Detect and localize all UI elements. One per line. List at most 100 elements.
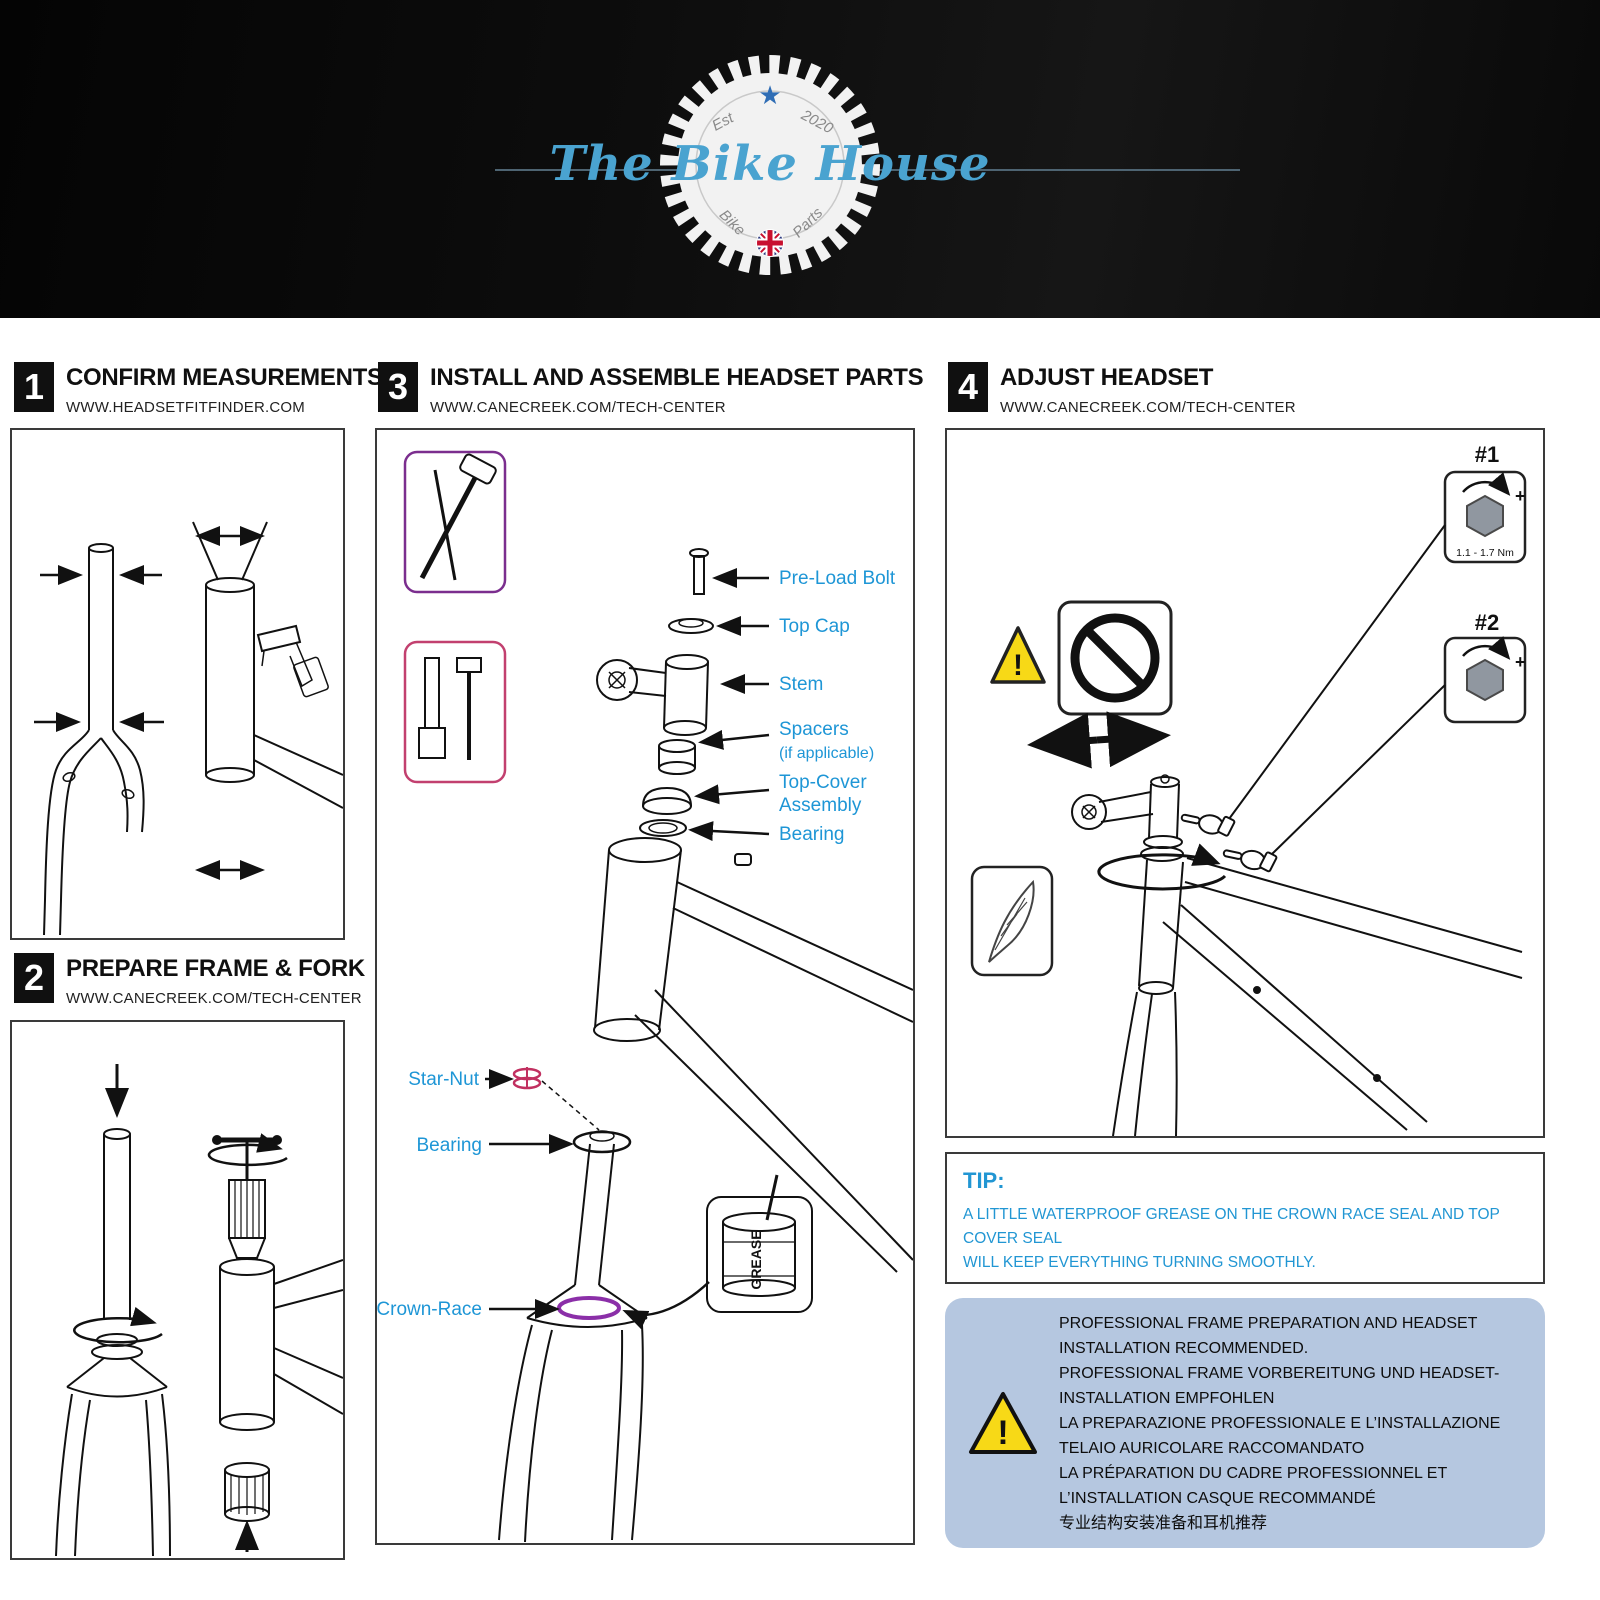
notice-warning-triangle-icon: ! bbox=[969, 1392, 1037, 1454]
tool1-pointer-line bbox=[1228, 524, 1446, 820]
label-star-nut: Star-Nut bbox=[408, 1069, 479, 1090]
step2-header: 2 PREPARE FRAME & FORK WWW.CANECREEK.COM… bbox=[14, 953, 365, 1007]
caliper-icon bbox=[256, 624, 329, 698]
bike-house-logo: ★ Est 2020 Bike Parts bbox=[660, 55, 880, 275]
notice-line: LA PRÉPARATION DU CADRE PROFESSIONNEL ET bbox=[1059, 1464, 1448, 1482]
hex-key-icon bbox=[1466, 494, 1504, 538]
warning-exclamation: ! bbox=[1013, 649, 1023, 682]
fork-steerer-lower-drawing bbox=[498, 1130, 648, 1543]
step1-number: 1 bbox=[14, 362, 54, 412]
label-crown-race: Crown-Race bbox=[377, 1299, 482, 1320]
notice-line: PROFESSIONAL FRAME PREPARATION AND HEADS… bbox=[1059, 1314, 1478, 1332]
grease-can: GREASE bbox=[622, 1174, 813, 1330]
top-cap-drawing bbox=[668, 618, 714, 634]
hex-key-icon bbox=[1466, 658, 1504, 702]
tool2-pointer-line bbox=[1270, 684, 1446, 856]
bearing-upper-drawing bbox=[639, 819, 687, 837]
fork-steerer-drawing bbox=[43, 543, 145, 936]
label-top-cover: Top-Cover bbox=[779, 772, 867, 793]
tip-line-1: A LITTLE WATERPROOF GREASE ON THE CROWN … bbox=[963, 1206, 1500, 1247]
frame-fork-prep-diagram bbox=[55, 1064, 343, 1557]
preload-bolt-drawing bbox=[689, 548, 709, 595]
step1-title: CONFIRM MEASUREMENTS bbox=[66, 364, 383, 391]
notice-exclamation: ! bbox=[997, 1414, 1008, 1452]
step4-title: ADJUST HEADSET bbox=[1000, 364, 1214, 391]
step1-panel bbox=[10, 428, 345, 940]
label-spacers: Spacers bbox=[779, 719, 849, 740]
step2-panel bbox=[10, 1020, 345, 1560]
notice-line: INSTALLATION EMPFOHLEN bbox=[1059, 1389, 1275, 1407]
notice-line: 专业结构安装准备和耳机推荐 bbox=[1059, 1514, 1268, 1532]
tool2-label: #2 bbox=[1475, 610, 1499, 635]
tool1-label: #1 bbox=[1475, 442, 1499, 467]
tip-line-2: WILL KEEP EVERYTHING TURNING SMOOTHLY. bbox=[963, 1254, 1316, 1271]
head-tube-drawing bbox=[192, 521, 343, 809]
allen-tool-1: #1 + 1.1 - 1.7 Nm bbox=[1443, 442, 1527, 564]
setter-tool-box bbox=[403, 640, 507, 784]
pointing-hand-icon-2 bbox=[1222, 849, 1278, 873]
logo-star-icon: ★ bbox=[758, 80, 781, 110]
brand-title: The Bike House bbox=[549, 136, 991, 192]
notice-line: PROFESSIONAL FRAME VORBEREITUNG UND HEAD… bbox=[1059, 1364, 1500, 1382]
measure-arrows-left bbox=[34, 565, 164, 732]
hammer-tool-box bbox=[403, 450, 507, 594]
step2-number: 2 bbox=[14, 953, 54, 1003]
step1-url: WWW.HEADSETFITFINDER.COM bbox=[66, 399, 305, 416]
tool1-plus: + bbox=[1515, 486, 1526, 506]
tip-title: TIP: bbox=[963, 1168, 1005, 1193]
notice-panel: ! PROFESSIONAL FRAME PREPARATION AND HEA… bbox=[945, 1298, 1545, 1548]
step4-header: 4 ADJUST HEADSET WWW.CANECREEK.COM/TECH-… bbox=[948, 362, 1296, 416]
tip-panel: TIP: A LITTLE WATERPROOF GREASE ON THE C… bbox=[945, 1152, 1545, 1284]
notice-line: LA PREPARAZIONE PROFESSIONALE E L’INSTAL… bbox=[1059, 1414, 1501, 1432]
crown-race-setting-drawing bbox=[55, 1064, 171, 1557]
label-preload-bolt: Pre-Load Bolt bbox=[779, 568, 896, 589]
crown-race-drawing bbox=[557, 1296, 621, 1320]
label-stem: Stem bbox=[779, 674, 823, 695]
label-assembly: Assembly bbox=[779, 795, 862, 816]
tool2-plus: + bbox=[1515, 652, 1526, 672]
label-spacers-note: (if applicable) bbox=[779, 745, 874, 762]
stem-assembly-drawing bbox=[1071, 774, 1523, 1136]
gear-teeth bbox=[660, 55, 880, 275]
stem-drawing bbox=[596, 654, 709, 736]
notice-line: L’INSTALLATION CASQUE RECOMMANDÉ bbox=[1059, 1489, 1376, 1507]
step1-header: 1 CONFIRM MEASUREMENTS WWW.HEADSETFITFIN… bbox=[14, 362, 383, 416]
step2-url: WWW.CANECREEK.COM/TECH-CENTER bbox=[66, 990, 362, 1007]
measure-arrows-right bbox=[195, 526, 265, 880]
prohibition-icon bbox=[1057, 600, 1173, 716]
head-tube-reaming-drawing bbox=[207, 1133, 343, 1552]
label-bearing-lower: Bearing bbox=[417, 1135, 483, 1156]
step4-panel: #1 + 1.1 - 1.7 Nm #2 + ! bbox=[945, 428, 1545, 1138]
uk-flag-icon bbox=[756, 229, 784, 257]
banner: ★ Est 2020 Bike Parts The Bike House bbox=[0, 0, 1600, 318]
step3-url: WWW.CANECREEK.COM/TECH-CENTER bbox=[430, 399, 726, 416]
star-nut-drawing bbox=[512, 1067, 600, 1131]
step4-url: WWW.CANECREEK.COM/TECH-CENTER bbox=[1000, 399, 1296, 416]
frame-head-tube-drawing bbox=[593, 837, 913, 1273]
notice-line: TELAIO AURICOLARE RACCOMANDATO bbox=[1059, 1439, 1365, 1457]
step3-title: INSTALL AND ASSEMBLE HEADSET PARTS bbox=[430, 364, 924, 391]
notice-line: INSTALLATION RECOMMENDED. bbox=[1059, 1339, 1309, 1357]
tool1-torque: 1.1 - 1.7 Nm bbox=[1456, 547, 1514, 559]
part-labels: Pre-Load Bolt Top Cap Stem Spacers (if a… bbox=[377, 568, 896, 1320]
label-bearing-upper: Bearing bbox=[779, 824, 845, 845]
adjust-headset-diagram: #1 + 1.1 - 1.7 Nm #2 + ! bbox=[970, 442, 1527, 1136]
spacers-drawing bbox=[658, 739, 696, 775]
side-play-arrow bbox=[1027, 711, 1171, 769]
top-cover-drawing bbox=[642, 786, 692, 815]
measurement-diagram bbox=[34, 521, 343, 936]
step4-number: 4 bbox=[948, 362, 988, 412]
notice-text: PROFESSIONAL FRAME PREPARATION AND HEADS… bbox=[1059, 1311, 1500, 1536]
step2-title: PREPARE FRAME & FORK bbox=[66, 955, 365, 982]
gear-disc bbox=[678, 73, 862, 257]
pointing-hand-icon-1 bbox=[1180, 813, 1236, 837]
step3-panel: GREASE Pre-Load Bolt Top Cap Stem Spacer… bbox=[375, 428, 915, 1545]
exploded-headset-diagram: GREASE Pre-Load Bolt Top Cap Stem Spacer… bbox=[377, 450, 913, 1543]
step3-header: 3 INSTALL AND ASSEMBLE HEADSET PARTS WWW… bbox=[378, 362, 924, 416]
feather-icon-box bbox=[970, 865, 1054, 977]
grease-label: GREASE bbox=[748, 1230, 764, 1289]
warning-triangle-icon: ! bbox=[990, 626, 1046, 684]
step3-number: 3 bbox=[378, 362, 418, 412]
allen-tool-2: #2 + bbox=[1443, 610, 1527, 724]
label-top-cap: Top Cap bbox=[779, 616, 850, 637]
